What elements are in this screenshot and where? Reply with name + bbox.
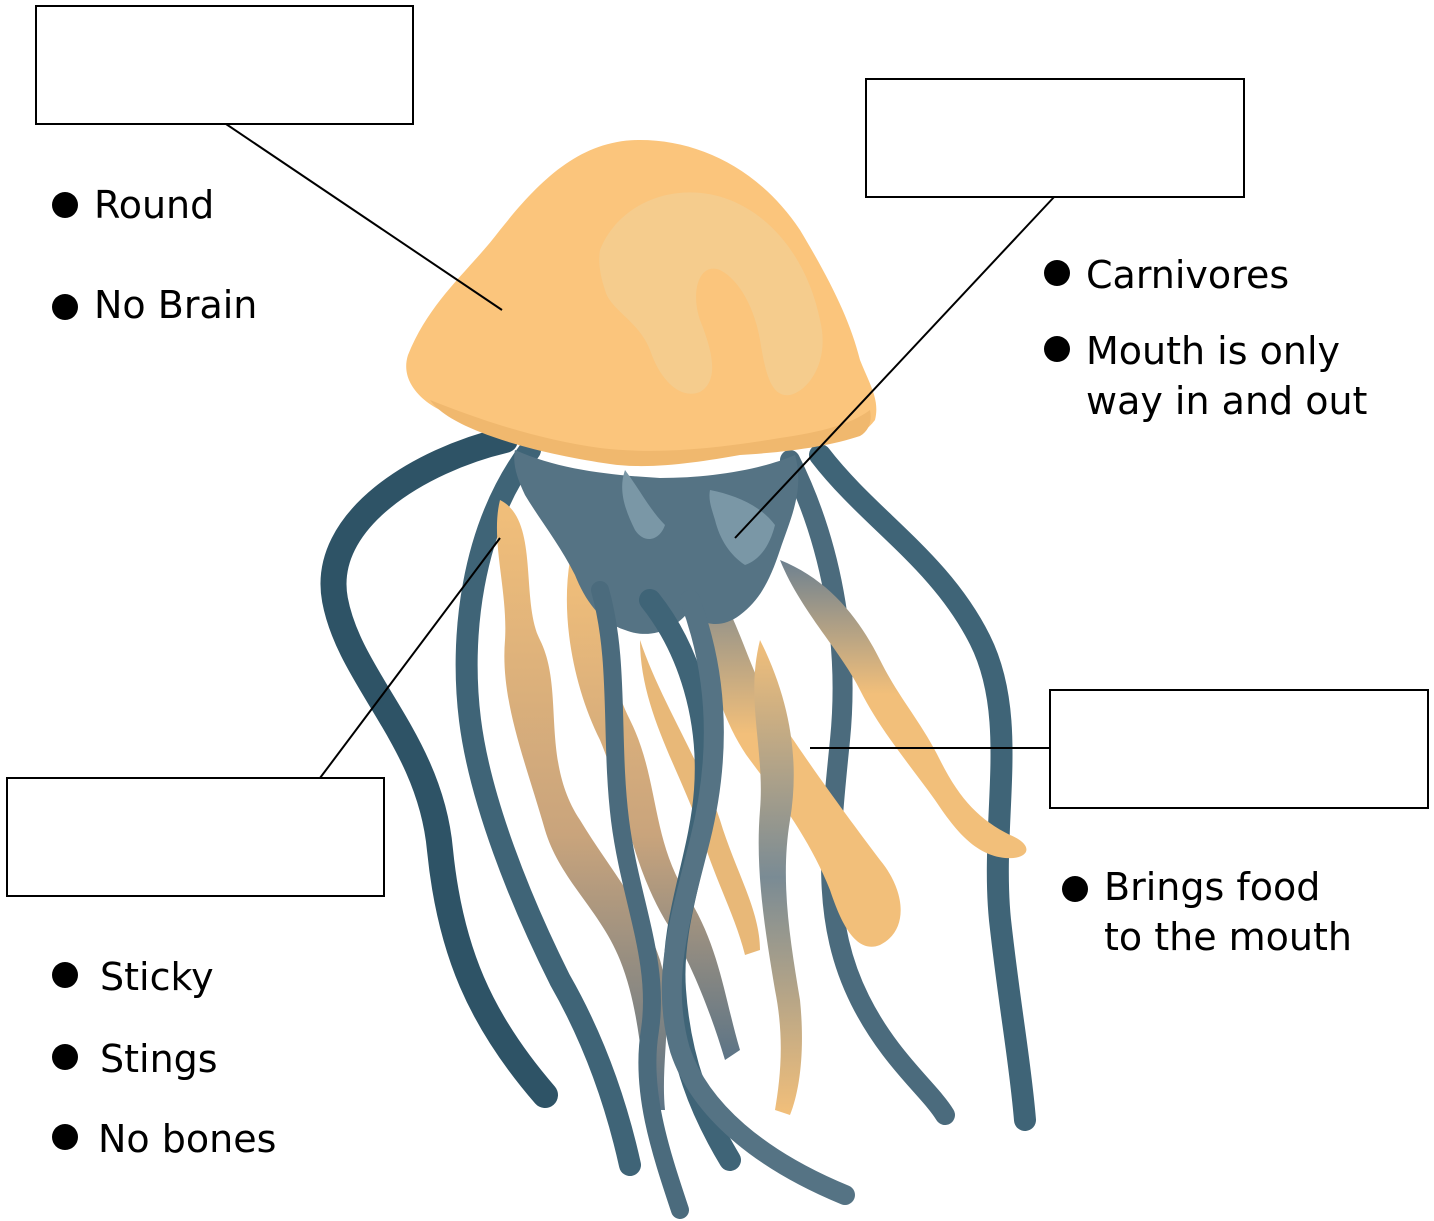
- fact-text: way in and out: [1086, 376, 1367, 426]
- tentacle-right-outer: [820, 455, 1025, 1120]
- leader-line-bell: [226, 124, 502, 310]
- oral-arm-5: [754, 640, 802, 1115]
- bell: [406, 140, 876, 466]
- bullet-dot: [52, 294, 78, 320]
- bullet-dot: [52, 1124, 78, 1150]
- oral-arms-label-box[interactable]: [1049, 689, 1429, 809]
- bullet-dot: [1062, 876, 1088, 902]
- bell-label-box[interactable]: [35, 5, 414, 125]
- fact-text: Mouth is only: [1086, 326, 1340, 376]
- bullet-dot: [52, 1044, 78, 1070]
- mouth-label-box[interactable]: [865, 78, 1245, 198]
- fact-text: No Brain: [94, 280, 257, 330]
- fact-text: Round: [94, 180, 214, 230]
- bullet-dot: [1044, 260, 1070, 286]
- fact-text: Stings: [100, 1034, 218, 1084]
- fact-text: Carnivores: [1086, 250, 1289, 300]
- bullet-dot: [1044, 336, 1070, 362]
- fact-text: Sticky: [100, 952, 214, 1002]
- tentacles-label-box[interactable]: [6, 777, 385, 897]
- fact-text: No bones: [98, 1114, 276, 1164]
- fact-text: to the mouth: [1104, 912, 1352, 962]
- fact-text: Brings food: [1104, 862, 1320, 912]
- bullet-dot: [52, 192, 78, 218]
- bullet-dot: [52, 962, 78, 988]
